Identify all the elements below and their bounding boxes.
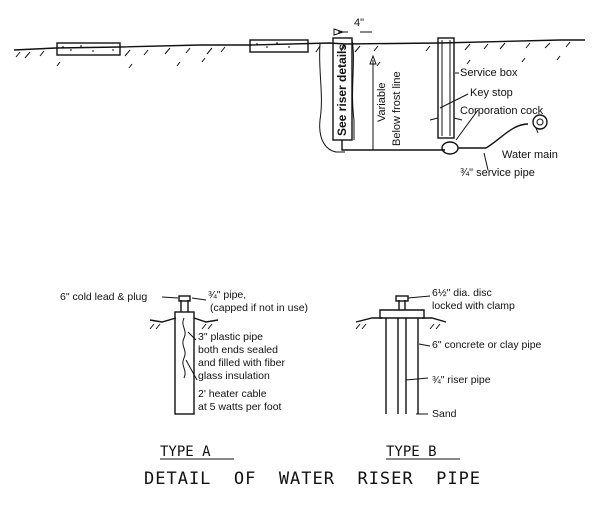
water-main-label: Water main bbox=[502, 149, 558, 161]
sidewalk-slab-left bbox=[56, 42, 121, 56]
leaders-type-b bbox=[405, 295, 431, 415]
pipe-label-1: ¾" pipe, bbox=[208, 289, 246, 301]
riser-pipe-top bbox=[319, 37, 445, 153]
dimension-4in bbox=[333, 28, 372, 36]
leaders-type-a bbox=[161, 296, 207, 381]
service-pipe-top bbox=[441, 114, 548, 155]
heater-cable-label-2: at 5 watts per foot bbox=[198, 401, 282, 413]
variable-label: Variable bbox=[376, 82, 388, 122]
type-b-caption: TYPE B bbox=[386, 444, 437, 460]
type-a-riser bbox=[149, 295, 219, 415]
heater-cable-label-1: 2' heater cable bbox=[198, 388, 267, 400]
frost-depth-dimension bbox=[369, 54, 377, 150]
diagram-title: DETAIL OF WATER RISER PIPE bbox=[144, 469, 481, 489]
disc-label-2: locked with clamp bbox=[432, 300, 515, 312]
frost-line-label: Below frost line bbox=[391, 71, 403, 146]
plastic-pipe-label-4: glass insulation bbox=[198, 370, 270, 382]
riser-details-vertical-label: See riser details bbox=[335, 44, 349, 136]
service-box bbox=[429, 37, 463, 139]
dimension-4in-label: 4" bbox=[354, 17, 364, 29]
ground-surface bbox=[13, 39, 585, 69]
service-box-label: Service box bbox=[460, 67, 518, 79]
key-stop-label: Key stop bbox=[470, 87, 513, 99]
plastic-pipe-label-3: and filled with fiber bbox=[198, 357, 285, 369]
riser-pipe-label: ¾" riser pipe bbox=[432, 374, 491, 386]
lead-plug-label: 6" cold lead & plug bbox=[60, 291, 147, 303]
corporation-cock-label: Corporation cock bbox=[460, 105, 544, 117]
leaders-top bbox=[439, 72, 539, 171]
sidewalk-slab-right bbox=[249, 39, 309, 53]
pipe-label-2: (capped if not in use) bbox=[210, 302, 308, 314]
concrete-pipe-label: 6" concrete or clay pipe bbox=[432, 339, 542, 351]
type-b-riser bbox=[355, 295, 447, 414]
plastic-pipe-label-2: both ends sealed bbox=[198, 344, 278, 356]
service-pipe-label: ¾" service pipe bbox=[460, 167, 535, 179]
type-a-caption: TYPE A bbox=[160, 444, 211, 460]
disc-label-1: 6½" dia. disc bbox=[432, 287, 492, 299]
plastic-pipe-label-1: 3" plastic pipe bbox=[198, 331, 263, 343]
sand-label: Sand bbox=[432, 408, 457, 420]
